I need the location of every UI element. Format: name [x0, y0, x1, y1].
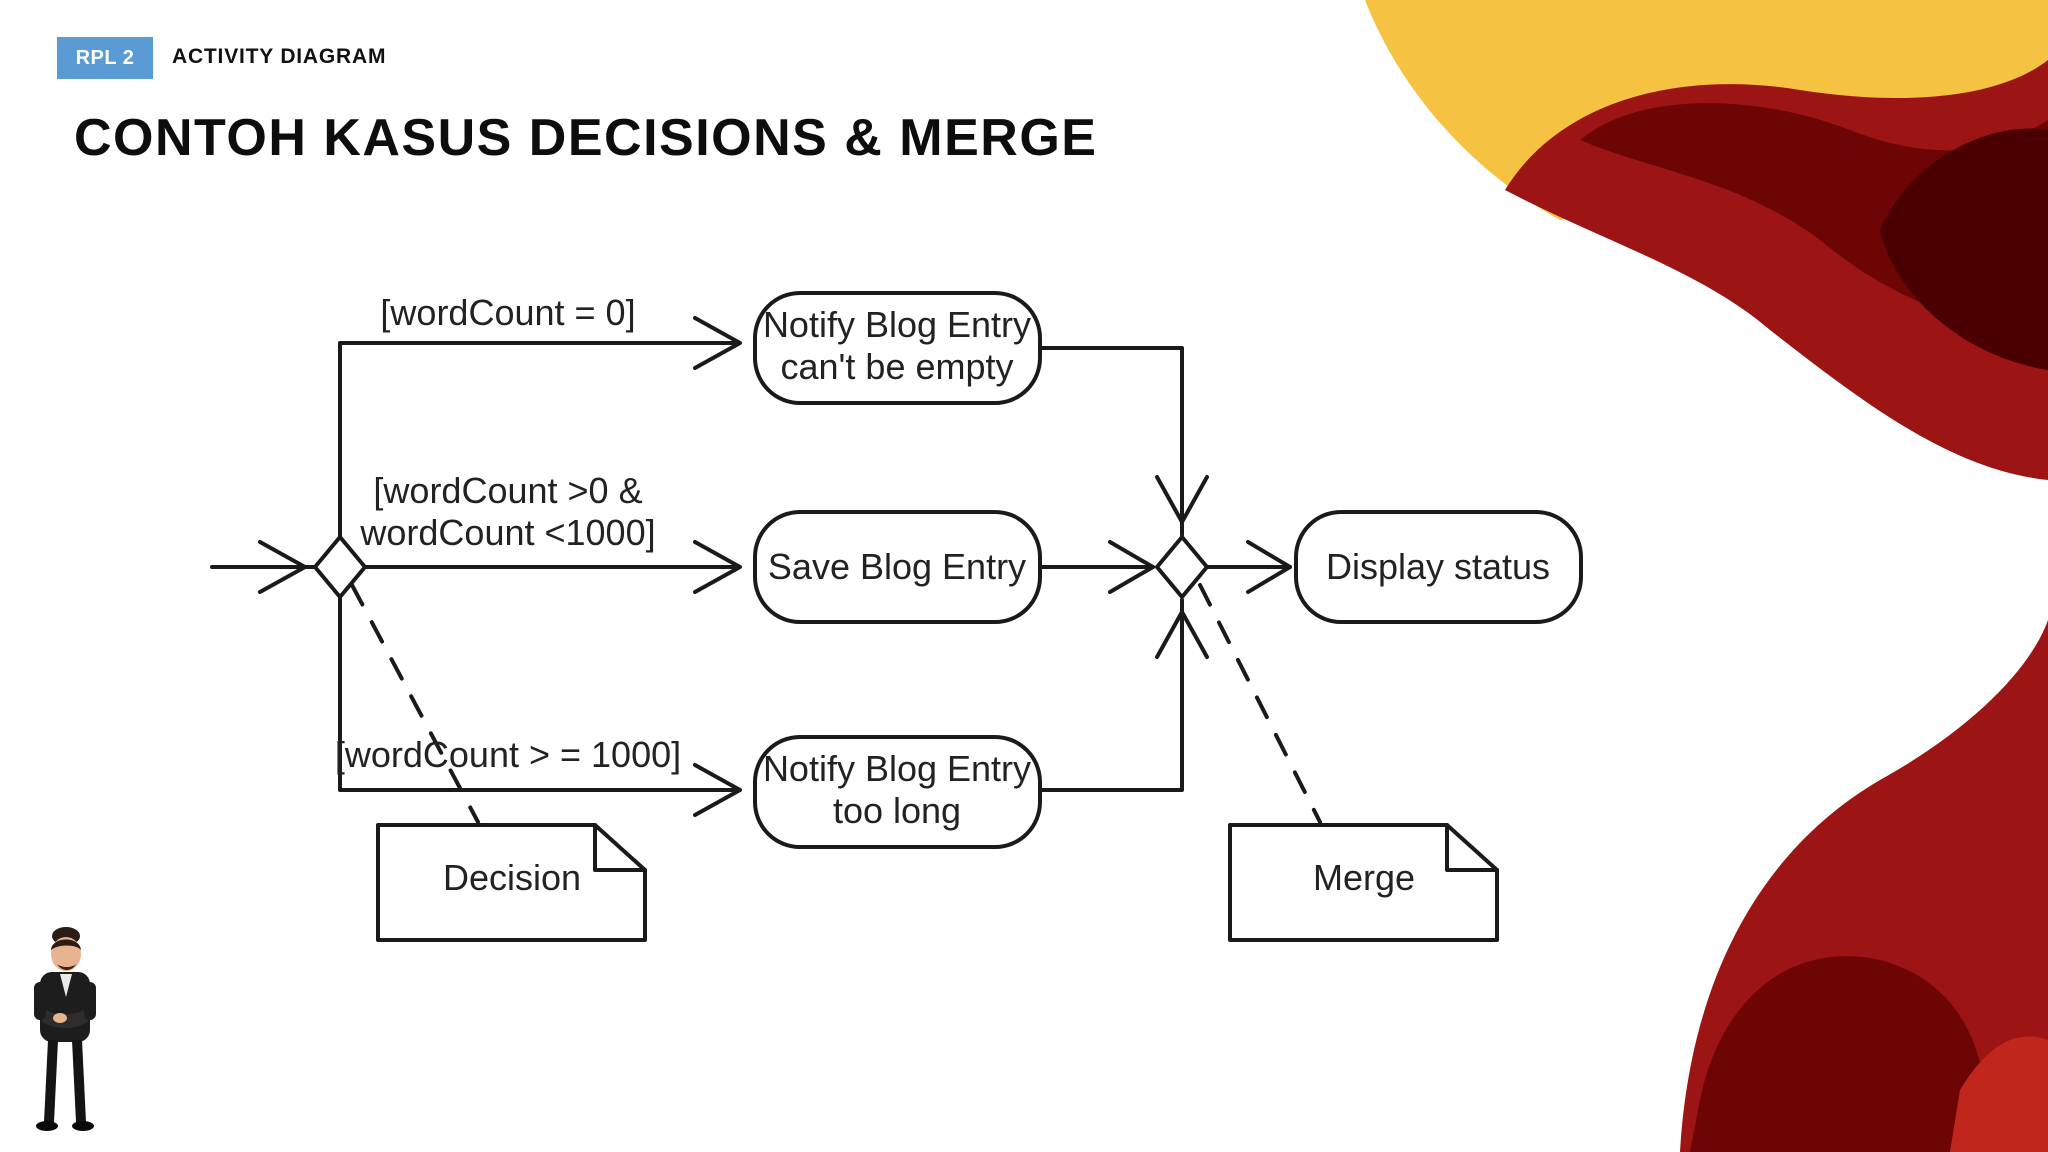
arrowhead-merge-top: [1155, 475, 1209, 524]
guard-high: [wordCount > = 1000]: [335, 734, 681, 775]
action-display: [1294, 510, 1583, 624]
arrowhead-merge-bottom: [1155, 610, 1209, 659]
guard-mid-line1: [wordCount >0 &: [373, 470, 642, 511]
guard-mid-line2: wordCount <1000]: [359, 512, 655, 553]
decision-note-anchor: [350, 583, 480, 824]
merge-note-anchor: [1198, 583, 1322, 824]
action-notify-long-line1: Notify Blog Entry: [763, 748, 1031, 789]
dark-wave-bottom: [1690, 956, 1986, 1152]
flow-long-to-merge: [1038, 598, 1184, 792]
flow-empty-to-merge: [1038, 346, 1184, 537]
arrowhead-merge-left: [1108, 540, 1155, 594]
darkest-wave-top: [1880, 128, 2048, 370]
action-notify-empty-line1: Notify Blog Entry: [763, 304, 1031, 345]
incoming-arrowhead: [258, 540, 307, 594]
flow-to-notify-empty: [338, 341, 740, 539]
merge-note-fold: [1445, 823, 1499, 872]
decision-note: [376, 823, 647, 942]
action-display-label: Display status: [1326, 546, 1550, 587]
decision-note-fold: [593, 823, 647, 872]
section-label: ACTIVITY DIAGRAM: [172, 45, 387, 68]
decision-note-label: Decision: [443, 857, 581, 898]
bright-wave-bottom: [1950, 1036, 2048, 1152]
merge-note: [1228, 823, 1499, 942]
page-title: CONTOH KASUS DECISIONS & MERGE: [74, 109, 1098, 167]
action-notify-empty-line2: can't be empty: [781, 346, 1014, 387]
course-badge: RPL 2: [57, 37, 153, 79]
guard-zero: [wordCount = 0]: [380, 292, 635, 333]
flow-to-notify-long: [338, 595, 740, 792]
merge-note-label: Merge: [1313, 857, 1415, 898]
arrowhead-display: [1246, 540, 1292, 594]
mascot-illustration: [34, 927, 96, 1131]
arrowhead-notify-empty: [693, 316, 742, 370]
action-save-label: Save Blog Entry: [768, 546, 1026, 587]
merge-node: [1155, 535, 1209, 599]
diagram-panel: [205, 255, 1600, 955]
arrowhead-save: [693, 540, 742, 594]
arrowhead-notify-long: [693, 763, 742, 817]
decision-node: [313, 535, 367, 599]
action-notify-long-line2: too long: [833, 790, 961, 831]
